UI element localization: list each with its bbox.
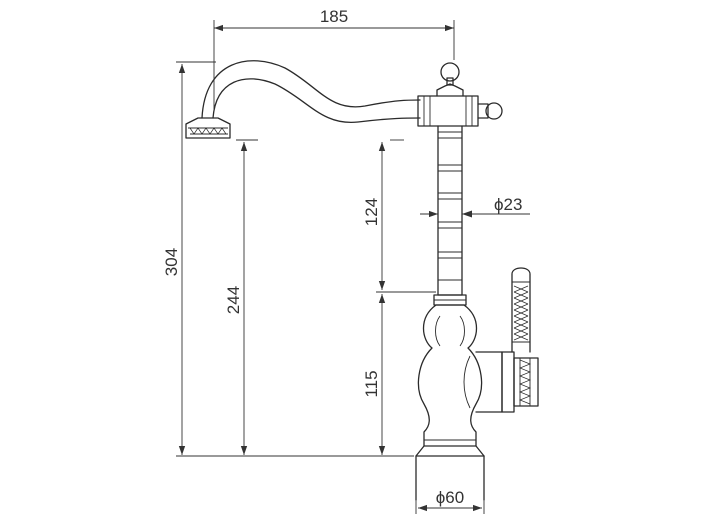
dim-label-304: 304: [162, 248, 181, 276]
dim-label-phi23: ϕ23: [494, 195, 522, 214]
faucet-outline: [185, 60, 539, 501]
dim-label-185: 185: [320, 7, 348, 26]
dim-label-115: 115: [362, 370, 381, 397]
dim-label-124: 124: [362, 198, 381, 226]
dimension-labels: 185 304 244 124 115 ϕ23 ϕ60: [162, 7, 522, 507]
dim-label-244: 244: [224, 286, 243, 314]
dimension-lines: [178, 24, 530, 512]
dim-label-phi60: ϕ60: [436, 488, 464, 507]
extension-lines: [176, 20, 485, 514]
